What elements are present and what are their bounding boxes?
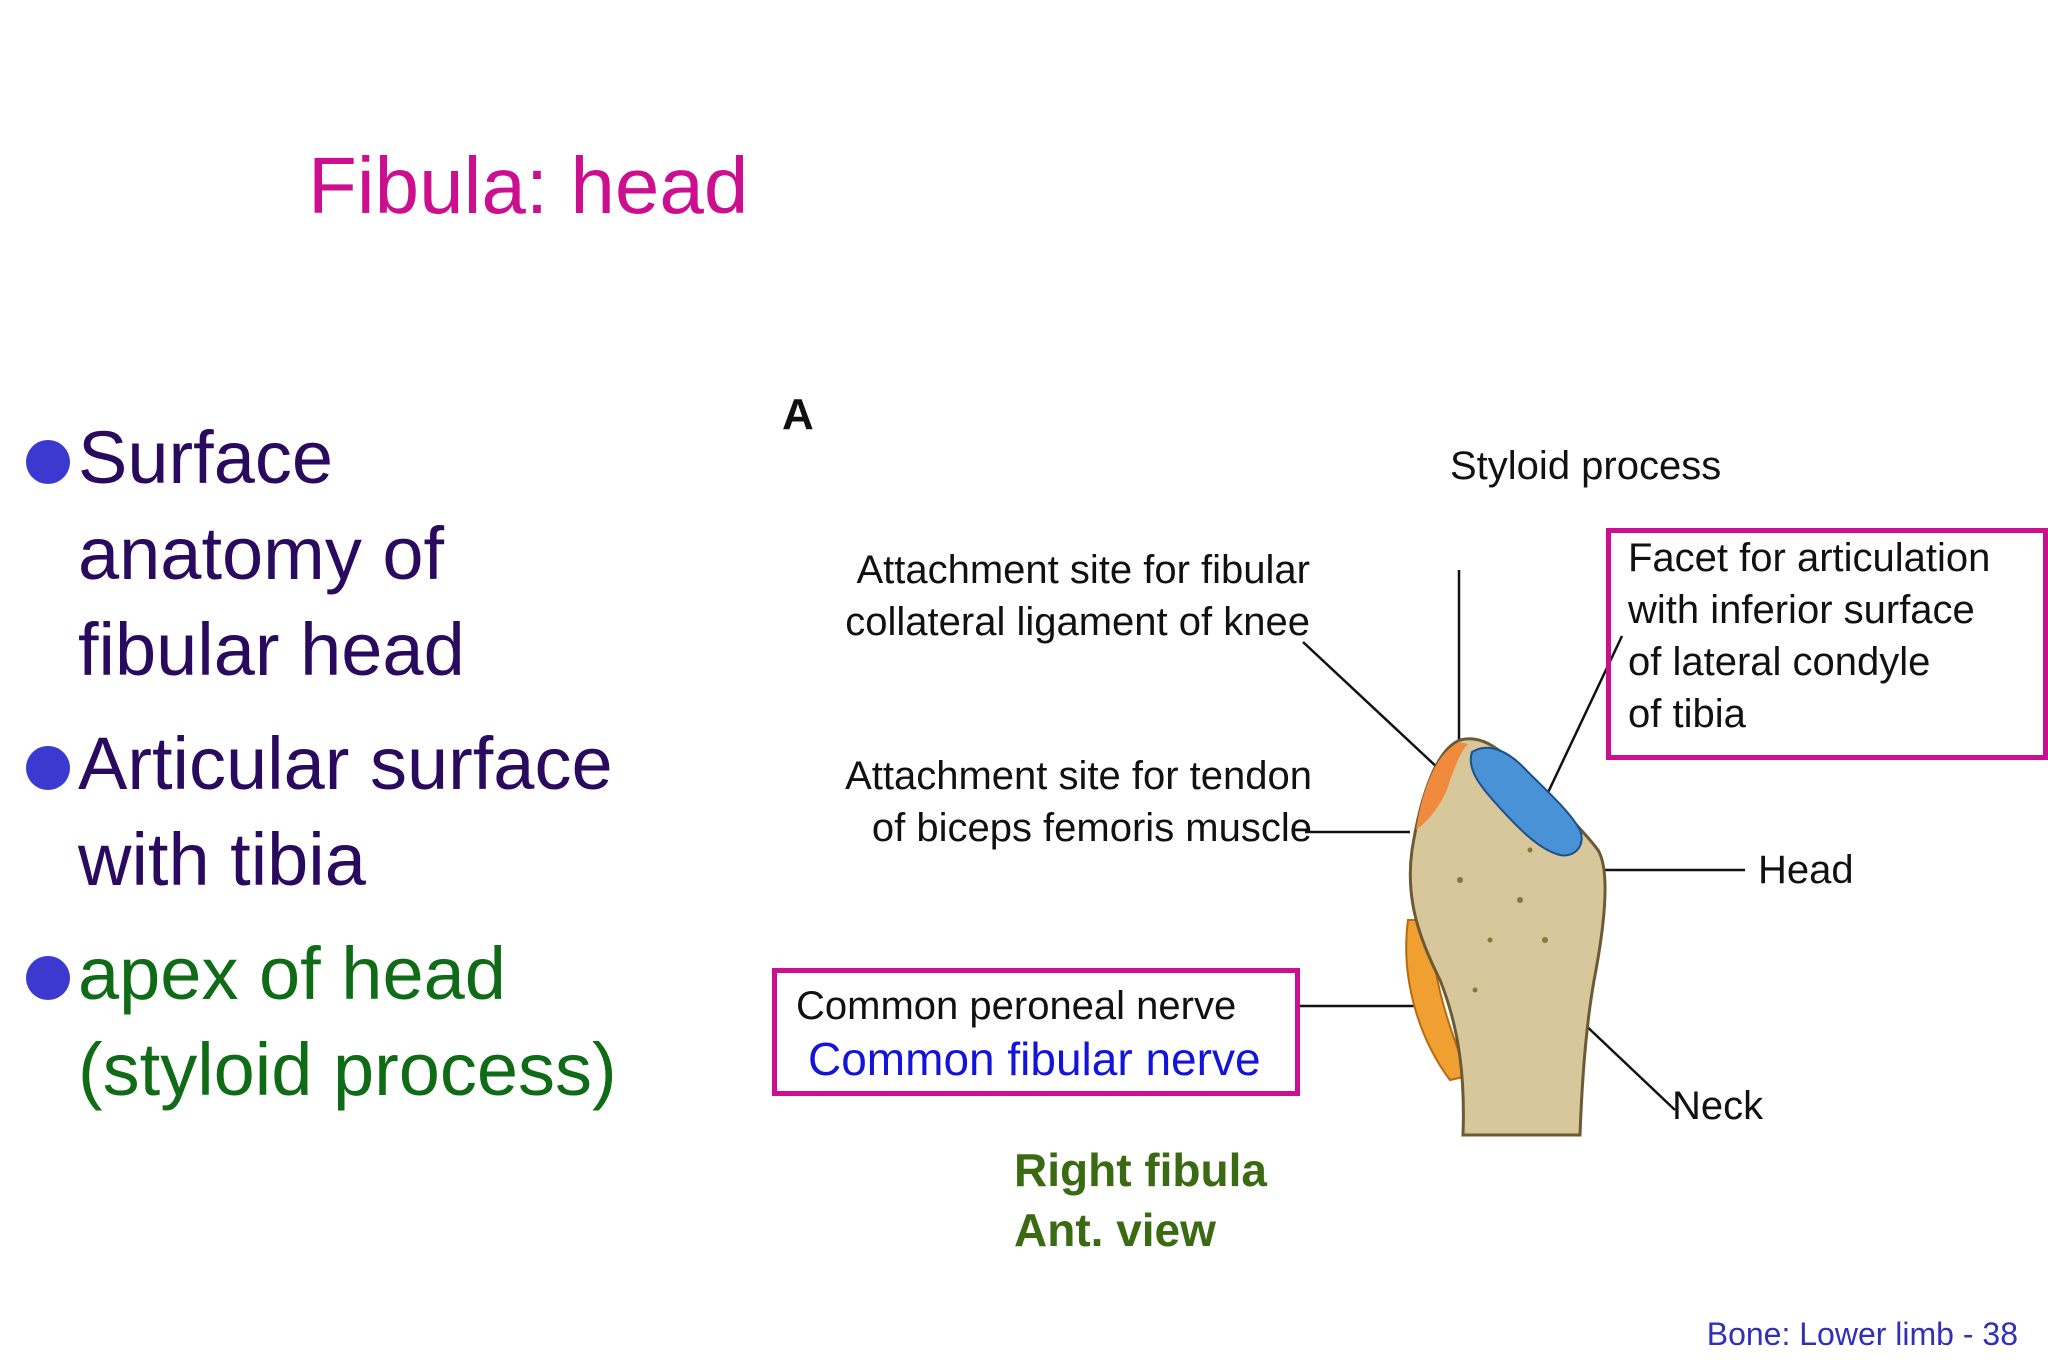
label-line: Attachment site for fibular bbox=[856, 548, 1310, 592]
facet-highlight-box bbox=[1606, 528, 2048, 760]
label-line: of lateral condyle bbox=[1628, 640, 1931, 684]
label-neck: Neck bbox=[1672, 1084, 1764, 1128]
bullet-line: anatomy of bbox=[78, 512, 445, 595]
neck-leader-line bbox=[1579, 1019, 1676, 1111]
label-head: Head bbox=[1758, 848, 1854, 892]
slide-title: Fibula: head bbox=[308, 141, 749, 230]
bullet-item: Articular surface with tibia bbox=[22, 716, 702, 908]
bullet-line: Articular surface bbox=[78, 722, 613, 805]
label-common-fibular-nerve: Common fibular nerve bbox=[808, 1033, 1261, 1085]
bullet-line: apex of head bbox=[78, 932, 506, 1015]
label-line: with inferior surface bbox=[1628, 588, 1975, 632]
label-attachment-biceps: Attachment site for tendon of biceps fem… bbox=[774, 750, 1312, 854]
bullet-line: Surface bbox=[78, 416, 334, 499]
bullet-line: with tibia bbox=[78, 818, 366, 901]
label-styloid-process: Styloid process bbox=[1450, 444, 1722, 488]
label-line: of tibia bbox=[1628, 692, 1746, 736]
articular-facet bbox=[1469, 746, 1583, 857]
label-attachment-collateral: Attachment site for fibular collateral l… bbox=[774, 544, 1310, 648]
bullet-item: Surface anatomy of fibular head bbox=[22, 410, 702, 698]
caption-line: Ant. view bbox=[1014, 1204, 1216, 1256]
bullet-dot-icon bbox=[26, 440, 70, 484]
bullet-line: fibular head bbox=[78, 608, 465, 691]
collateral-leader-line bbox=[1302, 641, 1441, 771]
fibula-figure: A Styloid process Attachment site for fi… bbox=[760, 380, 2048, 1180]
panel-letter: A bbox=[782, 390, 814, 439]
bullet-list: Surface anatomy of fibular head Articula… bbox=[22, 410, 702, 1136]
fibula-illustration bbox=[1295, 570, 1745, 1137]
label-line: collateral ligament of knee bbox=[845, 600, 1310, 644]
attachment-area bbox=[1416, 742, 1468, 830]
label-common-peroneal-nerve: Common peroneal nerve bbox=[796, 984, 1237, 1028]
label-facet: Facet for articulation with inferior sur… bbox=[1628, 532, 1990, 740]
nerve-highlight-box bbox=[772, 968, 1300, 1096]
label-line: Facet for articulation bbox=[1628, 536, 1991, 580]
bullet-item: apex of head (styloid process) bbox=[22, 926, 702, 1118]
bullet-line: (styloid process) bbox=[78, 1028, 617, 1111]
figure-caption: Right fibula Ant. view bbox=[1014, 1140, 1267, 1260]
bullet-dot-icon bbox=[26, 956, 70, 1000]
caption-line: Right fibula bbox=[1014, 1144, 1267, 1196]
bullet-dot-icon bbox=[26, 746, 70, 790]
slide-footer: Bone: Lower limb - 38 bbox=[1706, 1316, 2018, 1352]
label-line: of biceps femoris muscle bbox=[871, 806, 1312, 850]
bone-texture bbox=[1457, 847, 1548, 993]
label-line: Attachment site for tendon bbox=[845, 754, 1312, 798]
